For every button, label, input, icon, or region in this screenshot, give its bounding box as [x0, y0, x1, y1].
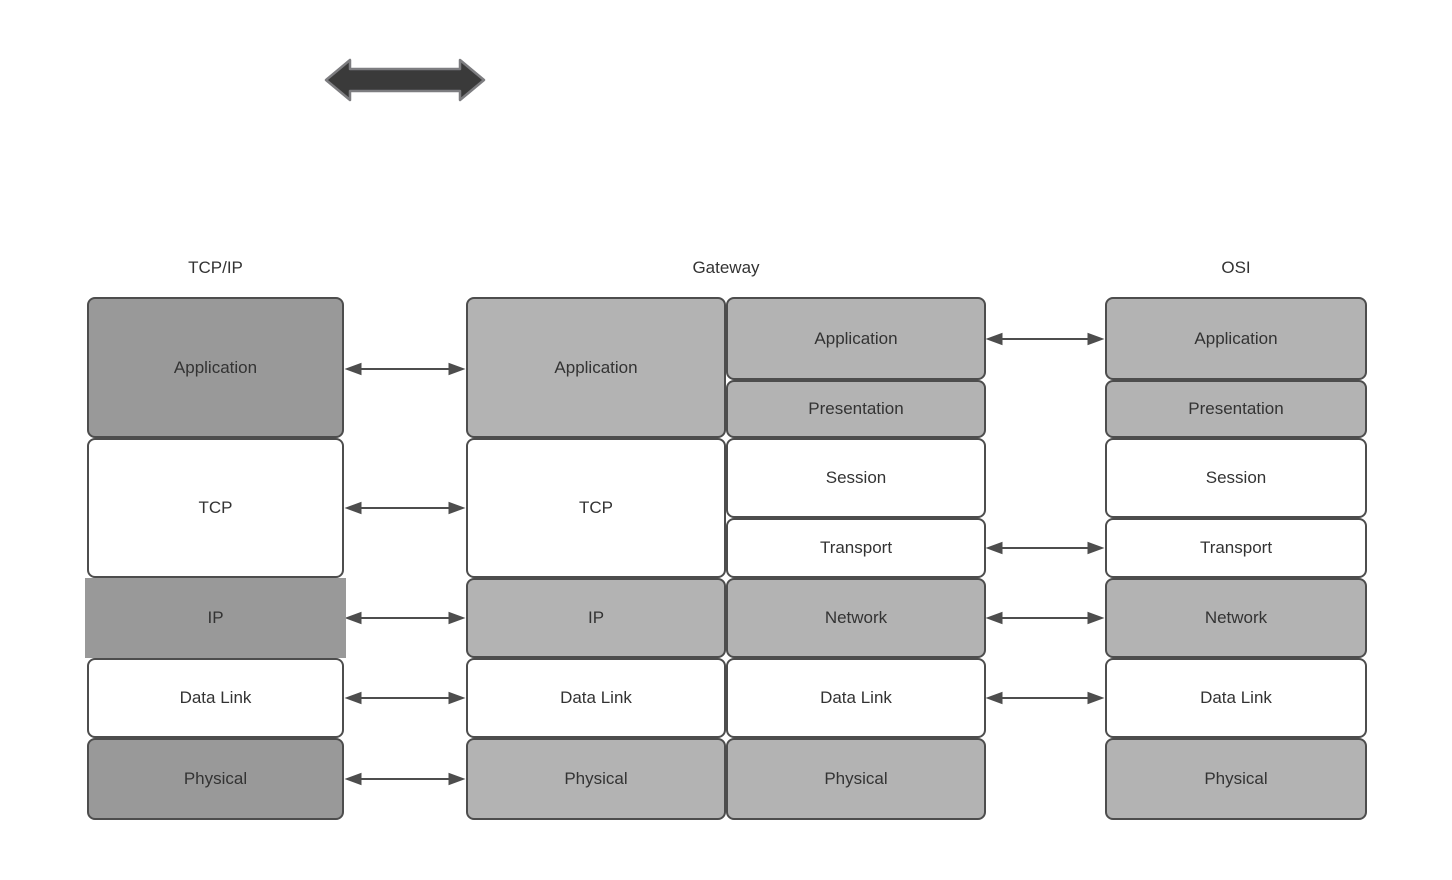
gateway-right-layer-transport: Transport: [726, 518, 986, 578]
column-title-tcpip: TCP/IP: [188, 258, 243, 277]
gateway-left-layer-tcp: TCP: [466, 438, 726, 578]
connector-tcpip-gateway-application: [344, 362, 466, 376]
tcpip-layer-physical: Physical: [87, 738, 344, 820]
gateway-left-layer-application: Application: [466, 297, 726, 438]
horizontal-double-arrow-icon: [324, 58, 486, 102]
gateway-right-layer-session: Session: [726, 438, 986, 518]
osi-layer-presentation: Presentation: [1105, 380, 1367, 438]
gateway-right-layer-datalink: Data Link: [726, 658, 986, 738]
gateway-left-layer-ip: IP: [466, 578, 726, 658]
osi-layer-application: Application: [1105, 297, 1367, 380]
osi-layer-physical: Physical: [1105, 738, 1367, 820]
connector-tcpip-gateway-datalink: [344, 691, 466, 705]
gateway-right-layer-presentation: Presentation: [726, 380, 986, 438]
osi-layer-session: Session: [1105, 438, 1367, 518]
osi-layer-transport: Transport: [1105, 518, 1367, 578]
gateway-right-layer-application: Application: [726, 297, 986, 380]
gateway-left-layer-datalink: Data Link: [466, 658, 726, 738]
connector-tcpip-gateway-tcp: [344, 501, 466, 515]
tcpip-layer-ip: IP: [85, 578, 346, 658]
column-title-gateway: Gateway: [692, 258, 760, 277]
gateway-right-layer-network: Network: [726, 578, 986, 658]
tcpip-layer-tcp: TCP: [87, 438, 344, 578]
connector-tcpip-gateway-physical: [344, 772, 466, 786]
osi-layer-network: Network: [1105, 578, 1367, 658]
connector-tcpip-gateway-ip: [344, 611, 466, 625]
osi-layer-datalink: Data Link: [1105, 658, 1367, 738]
connector-gateway-osi-transport: [985, 541, 1105, 555]
connector-gateway-osi-application: [985, 332, 1105, 346]
connector-gateway-osi-network: [985, 611, 1105, 625]
gateway-right-layer-physical: Physical: [726, 738, 986, 820]
connector-gateway-osi-datalink: [985, 691, 1105, 705]
tcpip-layer-application: Application: [87, 297, 344, 438]
column-title-osi: OSI: [1221, 258, 1251, 277]
gateway-left-layer-physical: Physical: [466, 738, 726, 820]
tcpip-layer-datalink: Data Link: [87, 658, 344, 738]
